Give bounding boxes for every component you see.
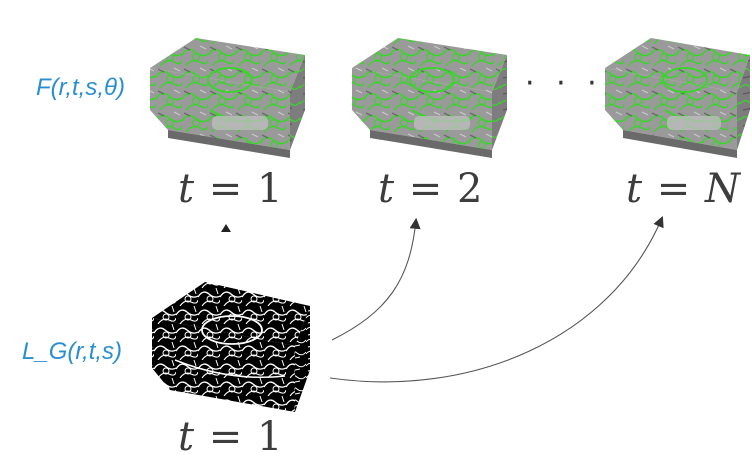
feature-function-label: F(r,t,s,θ): [36, 74, 126, 101]
time-eq: =: [408, 166, 444, 212]
time-value: 1: [257, 414, 284, 460]
time-value: 2: [457, 166, 484, 212]
time-label-tN: t = N: [626, 166, 741, 212]
time-var: t: [178, 414, 196, 460]
time-value: 1: [257, 166, 284, 212]
time-value: N: [705, 166, 742, 212]
feature-volume-tN: [605, 38, 750, 158]
time-label-t2: t = 2: [378, 166, 483, 212]
pointer-triangle: [221, 224, 231, 232]
time-label-bottom-t1: t = 1: [178, 414, 283, 460]
time-eq: =: [208, 166, 244, 212]
arrow-to-t2: [331, 217, 421, 341]
ellipsis: · · ·: [525, 66, 603, 101]
arrow-to-tN: [329, 215, 664, 383]
feature-volume-t2: [352, 38, 507, 158]
time-eq: =: [656, 166, 692, 212]
time-var: t: [626, 166, 644, 212]
time-eq: =: [208, 414, 244, 460]
time-var: t: [178, 166, 196, 212]
feature-volume-t1: [150, 38, 305, 158]
gabor-function-label: L_G(r,t,s): [22, 338, 122, 366]
gabor-function-text: L_G(r,t,s): [22, 338, 123, 365]
binary-volume-t1: [152, 282, 310, 412]
time-var: t: [378, 166, 396, 212]
time-label-t1: t = 1: [178, 166, 283, 212]
